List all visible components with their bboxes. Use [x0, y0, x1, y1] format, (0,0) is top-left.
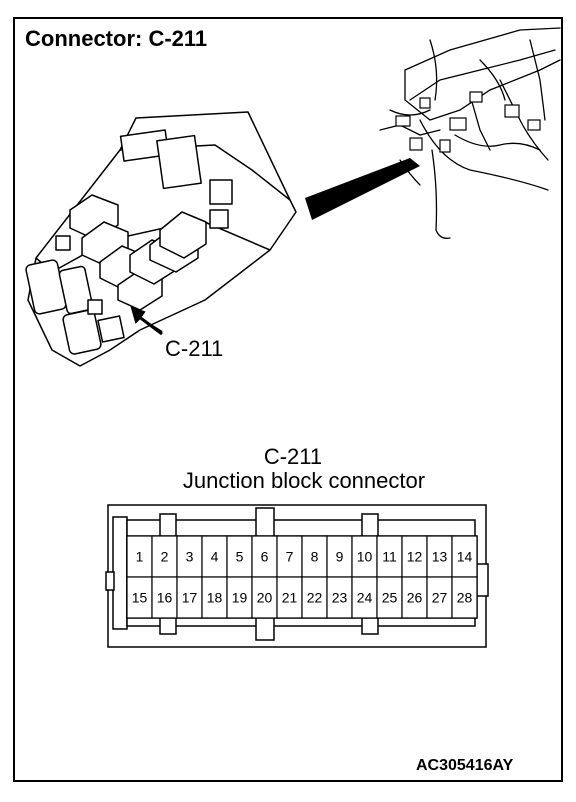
pin-number: 1	[136, 549, 144, 565]
pin-number: 24	[357, 590, 373, 606]
pin-number: 15	[132, 590, 148, 606]
pin-number: 13	[432, 549, 448, 565]
pin-number: 5	[236, 549, 244, 565]
connector-name: C-211	[263, 444, 323, 469]
pin-number: 22	[307, 590, 323, 606]
pin-cell	[251, 576, 278, 619]
figure-code: AC305416AY	[416, 757, 514, 774]
diagram-title: Connector: C-211	[25, 26, 208, 51]
pin-cell	[351, 535, 378, 578]
pin-number: 25	[382, 590, 398, 606]
pin-number: 6	[261, 549, 269, 565]
pin-number: 4	[211, 549, 219, 565]
pin-cell	[126, 576, 153, 619]
pin-number: 19	[232, 590, 248, 606]
pin-number: 10	[357, 549, 373, 565]
pin-number: 8	[311, 549, 319, 565]
connector-description: Junction block connector	[182, 468, 426, 493]
pin-cell	[276, 576, 303, 619]
pin-number: 17	[182, 590, 198, 606]
pin-number: 2	[161, 549, 169, 565]
pin-cell	[301, 535, 328, 578]
pin-cell	[226, 535, 253, 578]
pin-number: 9	[336, 549, 344, 565]
pin-number: 12	[407, 549, 423, 565]
pin-number: 7	[286, 549, 294, 565]
callout-label: C-211	[165, 336, 224, 361]
pin-number: 23	[332, 590, 348, 606]
pin-number: 14	[457, 549, 473, 565]
diagram-frame	[13, 17, 563, 782]
pin-cell	[326, 535, 353, 578]
pin-number: 28	[457, 590, 473, 606]
pin-number: 20	[257, 590, 273, 606]
pin-cell	[226, 576, 253, 619]
pin-number: 3	[186, 549, 194, 565]
pin-number: 21	[282, 590, 298, 606]
pin-number: 16	[157, 590, 173, 606]
pin-cell	[151, 576, 178, 619]
pin-cell	[176, 576, 203, 619]
pin-cell	[326, 576, 353, 619]
pin-cell	[276, 535, 303, 578]
view-wedge	[305, 158, 420, 220]
pin-cell	[426, 576, 453, 619]
pin-cell	[426, 535, 453, 578]
pin-number: 11	[382, 549, 397, 565]
pin-cell	[376, 576, 403, 619]
pin-number: 27	[432, 590, 448, 606]
pin-number: 26	[407, 590, 423, 606]
pin-cell	[451, 576, 478, 619]
pin-cell	[201, 535, 228, 578]
pin-cell	[301, 576, 328, 619]
pin-number: 18	[207, 590, 223, 606]
